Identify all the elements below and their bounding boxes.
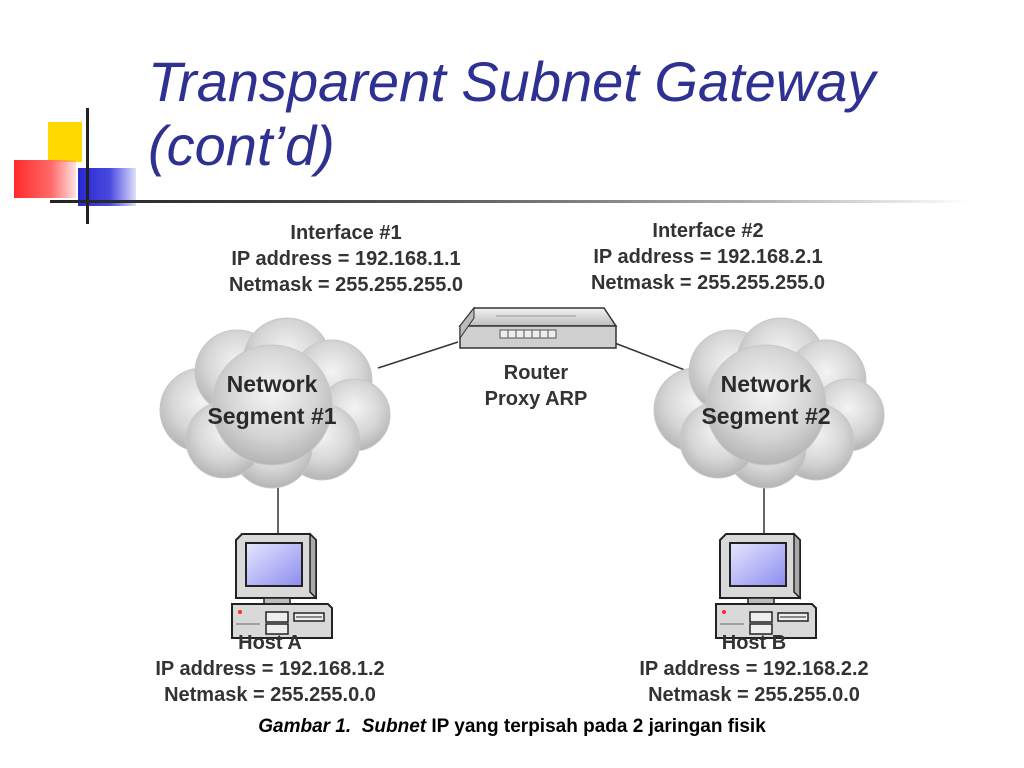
segment1-label: Network Segment #1 (172, 368, 372, 432)
interface2-netmask: Netmask = 255.255.255.0 (590, 272, 826, 294)
hostB-name: Host B (721, 632, 787, 654)
computer-icon (715, 533, 817, 639)
interface1-label: Interface #1 IP address = 192.168.1.1 Ne… (196, 220, 496, 298)
hostB-label: Host B IP address = 192.168.2.2 Netmask … (604, 630, 904, 708)
decor-yellow-square (48, 122, 82, 162)
router-label: Router Proxy ARP (436, 360, 636, 412)
interface2-label: Interface #2 IP address = 192.168.2.1 Ne… (558, 218, 858, 296)
decor-vertical-line (86, 108, 89, 224)
interface1-ip: IP address = 192.168.1.1 (231, 248, 461, 270)
segment1-line1: Network (226, 371, 318, 397)
segment2-line2: Segment #2 (701, 403, 831, 429)
title-line-1: Transparent Subnet Gateway (148, 50, 876, 113)
caption-figure: Gambar 1. (258, 716, 352, 737)
router-mode: Proxy ARP (484, 388, 588, 410)
segment2-label: Network Segment #2 (666, 368, 866, 432)
link-router-segment2 (611, 341, 691, 373)
hostB-netmask: Netmask = 255.255.0.0 (648, 684, 860, 706)
caption-subnet: Subnet (361, 716, 427, 737)
hostA-netmask: Netmask = 255.255.0.0 (164, 684, 376, 706)
caption-text: IP yang terpisah pada 2 jaringan fisik (431, 716, 766, 737)
interface2-ip: IP address = 192.168.2.1 (593, 246, 823, 268)
hostA-label: Host A IP address = 192.168.1.2 Netmask … (120, 630, 420, 708)
router-icon (458, 306, 618, 349)
title-underline (50, 200, 970, 203)
interface1-name: Interface #1 (290, 222, 402, 244)
decor-red-square (14, 160, 76, 198)
title-line-2: (cont’d) (148, 114, 335, 177)
interface2-name: Interface #2 (652, 220, 764, 242)
segment1-line2: Segment #1 (207, 403, 337, 429)
segment2-line1: Network (720, 371, 812, 397)
hostA-name: Host A (238, 632, 302, 654)
hostB-ip: IP address = 192.168.2.2 (639, 658, 869, 680)
link-router-segment1 (377, 341, 459, 369)
figure-caption: Gambar 1. Subnet IP yang terpisah pada 2… (0, 716, 1024, 738)
computer-icon (231, 533, 333, 639)
router-name: Router (503, 362, 569, 384)
slide-title: Transparent Subnet Gateway (cont’d) (148, 50, 875, 178)
interface1-netmask: Netmask = 255.255.255.0 (228, 274, 464, 296)
hostA-ip: IP address = 192.168.1.2 (155, 658, 385, 680)
